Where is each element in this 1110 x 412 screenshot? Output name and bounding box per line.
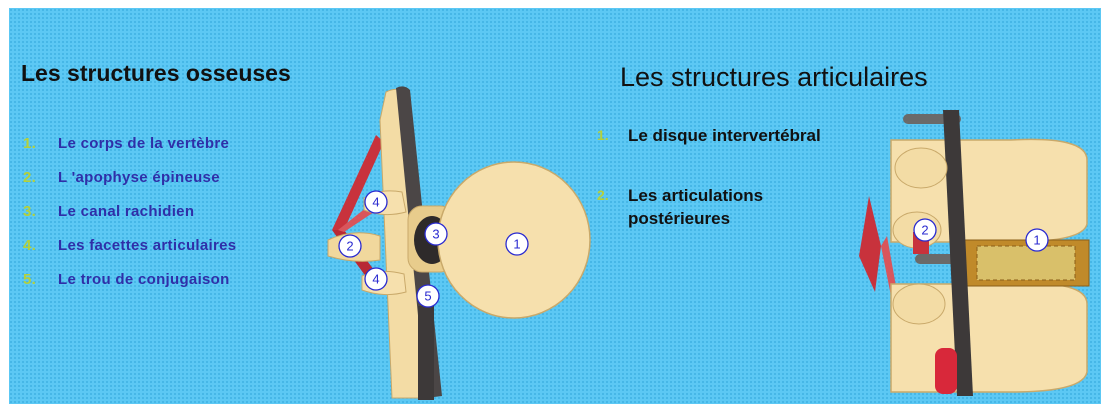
list-item: 5.Le trou de conjugaison [23,271,236,305]
spine-segment-figure: 1 2 [851,96,1091,401]
list-number: 3. [23,203,58,220]
marker: 3 [425,223,447,245]
svg-text:3: 3 [432,227,439,242]
list-number: 1. [23,135,58,152]
slide: Les structures osseuses 1.Le corps de la… [9,8,1101,404]
bone-structures-list: 1.Le corps de la vertèbre 2.L 'apophyse … [23,135,236,305]
svg-text:1: 1 [1033,233,1040,248]
vertebra-bone-figure: 1 2 3 4 4 5 [314,80,599,404]
svg-text:2: 2 [346,239,353,254]
list-item: 4.Les facettes articulaires [23,237,236,271]
lower-red-ligament [935,348,957,394]
title-bone-structures: Les structures osseuses [21,60,291,87]
upper-facet [895,148,947,188]
marker: 5 [417,285,439,307]
list-label: Les articulations postérieures [628,184,828,230]
svg-text:4: 4 [372,272,379,287]
list-item: 2.L 'apophyse épineuse [23,169,236,203]
disc-nucleus [977,246,1075,280]
list-item: 1.Le disque intervertébral [597,124,828,147]
svg-text:2: 2 [921,223,928,238]
list-number: 2. [597,184,628,207]
list-label: Le canal rachidien [58,203,194,220]
list-number: 4. [23,237,58,254]
marker: 2 [339,235,361,257]
svg-text:4: 4 [372,195,379,210]
list-label: Le disque intervertébral [628,124,828,147]
list-label: L 'apophyse épineuse [58,169,220,186]
marker: 2 [914,219,936,241]
list-number: 2. [23,169,58,186]
list-label: Le corps de la vertèbre [58,135,229,152]
list-item: 1.Le corps de la vertèbre [23,135,236,169]
list-number: 1. [597,124,628,147]
list-item: 3.Le canal rachidien [23,203,236,237]
title-joint-structures: Les structures articulaires [620,62,928,93]
list-label: Le trou de conjugaison [58,271,230,288]
marker: 1 [1026,229,1048,251]
lower-facet [893,284,945,324]
joint-structures-list: 1.Le disque intervertébral 2.Les articul… [597,124,828,267]
marker: 4 [365,191,387,213]
lower-column [418,306,434,400]
list-label: Les facettes articulaires [58,237,236,254]
list-item: 2.Les articulations postérieures [597,184,828,230]
svg-text:5: 5 [424,289,431,304]
marker: 4 [365,268,387,290]
svg-text:1: 1 [513,237,520,252]
marker: 1 [506,233,528,255]
list-number: 5. [23,271,58,288]
